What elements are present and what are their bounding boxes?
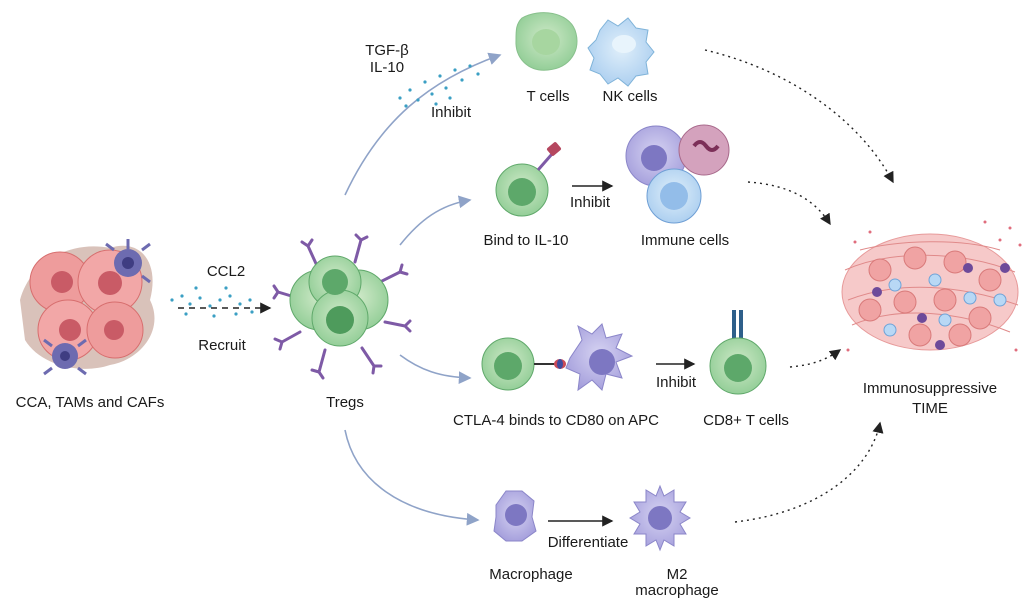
tgf-beta-label: TGF-β: [365, 42, 409, 59]
dotted-arrow-top: [704, 49, 894, 184]
dotted-arrow-m2: [734, 421, 884, 523]
m2-label-line2: macrophage: [635, 582, 719, 599]
recruit-label: Recruit: [198, 337, 246, 354]
source-label: CCA, TAMs and CAFs: [15, 394, 165, 411]
bind-il10-label: Bind to IL-10: [483, 232, 569, 249]
branch-arrow-macrophage: [344, 429, 480, 526]
immune-cells-label: Immune cells: [640, 232, 730, 249]
immune-cells-icon: [625, 124, 730, 224]
differentiate-label: Differentiate: [547, 534, 629, 551]
ctla4-label: CTLA-4 binds to CD80 on APC: [453, 412, 659, 429]
branch-arrow-top: [344, 52, 502, 196]
ccl2-particles: [170, 286, 254, 318]
cytokine-particles: [398, 64, 480, 108]
tumor-cluster-icon: [20, 239, 155, 376]
apc-icon: [565, 323, 634, 392]
macrophage-label: Macrophage: [489, 566, 573, 583]
cd8-label: CD8+ T cells: [703, 412, 789, 429]
inhibit-label-ctla4: Inhibit: [655, 374, 697, 391]
dotted-arrow-immune: [747, 181, 831, 226]
tregs-label: Tregs: [326, 394, 364, 411]
m2-macrophage-icon: [629, 484, 691, 552]
dotted-arrow-cd8: [789, 349, 842, 368]
macrophage-icon: [493, 490, 537, 542]
nk-cell-icon: [587, 17, 655, 87]
time-label-line2: TIME: [912, 400, 948, 417]
treg-cluster-icon: [272, 233, 412, 380]
treg-ctla4-icon: [481, 337, 566, 391]
immunosuppressive-time-icon: [841, 220, 1022, 352]
ccl2-label: CCL2: [206, 263, 246, 280]
time-label-line1: Immunosuppressive: [862, 380, 998, 397]
inhibit-label-top: Inhibit: [430, 104, 472, 121]
nk-cells-label: NK cells: [602, 88, 658, 105]
inhibit-label-mid: Inhibit: [569, 194, 611, 211]
t-cells-label: T cells: [526, 88, 570, 105]
m2-label-line1: M2: [666, 566, 688, 583]
tam-icon: [43, 338, 87, 376]
cd8-t-cell-icon: [709, 310, 767, 395]
tam-icon: [105, 239, 151, 284]
branch-arrow-il10: [399, 195, 472, 246]
t-cell-icon: [515, 12, 578, 71]
branch-arrow-ctla4: [399, 354, 472, 385]
treg-il10-icon: [495, 142, 561, 217]
il10-label: IL-10: [369, 59, 405, 76]
